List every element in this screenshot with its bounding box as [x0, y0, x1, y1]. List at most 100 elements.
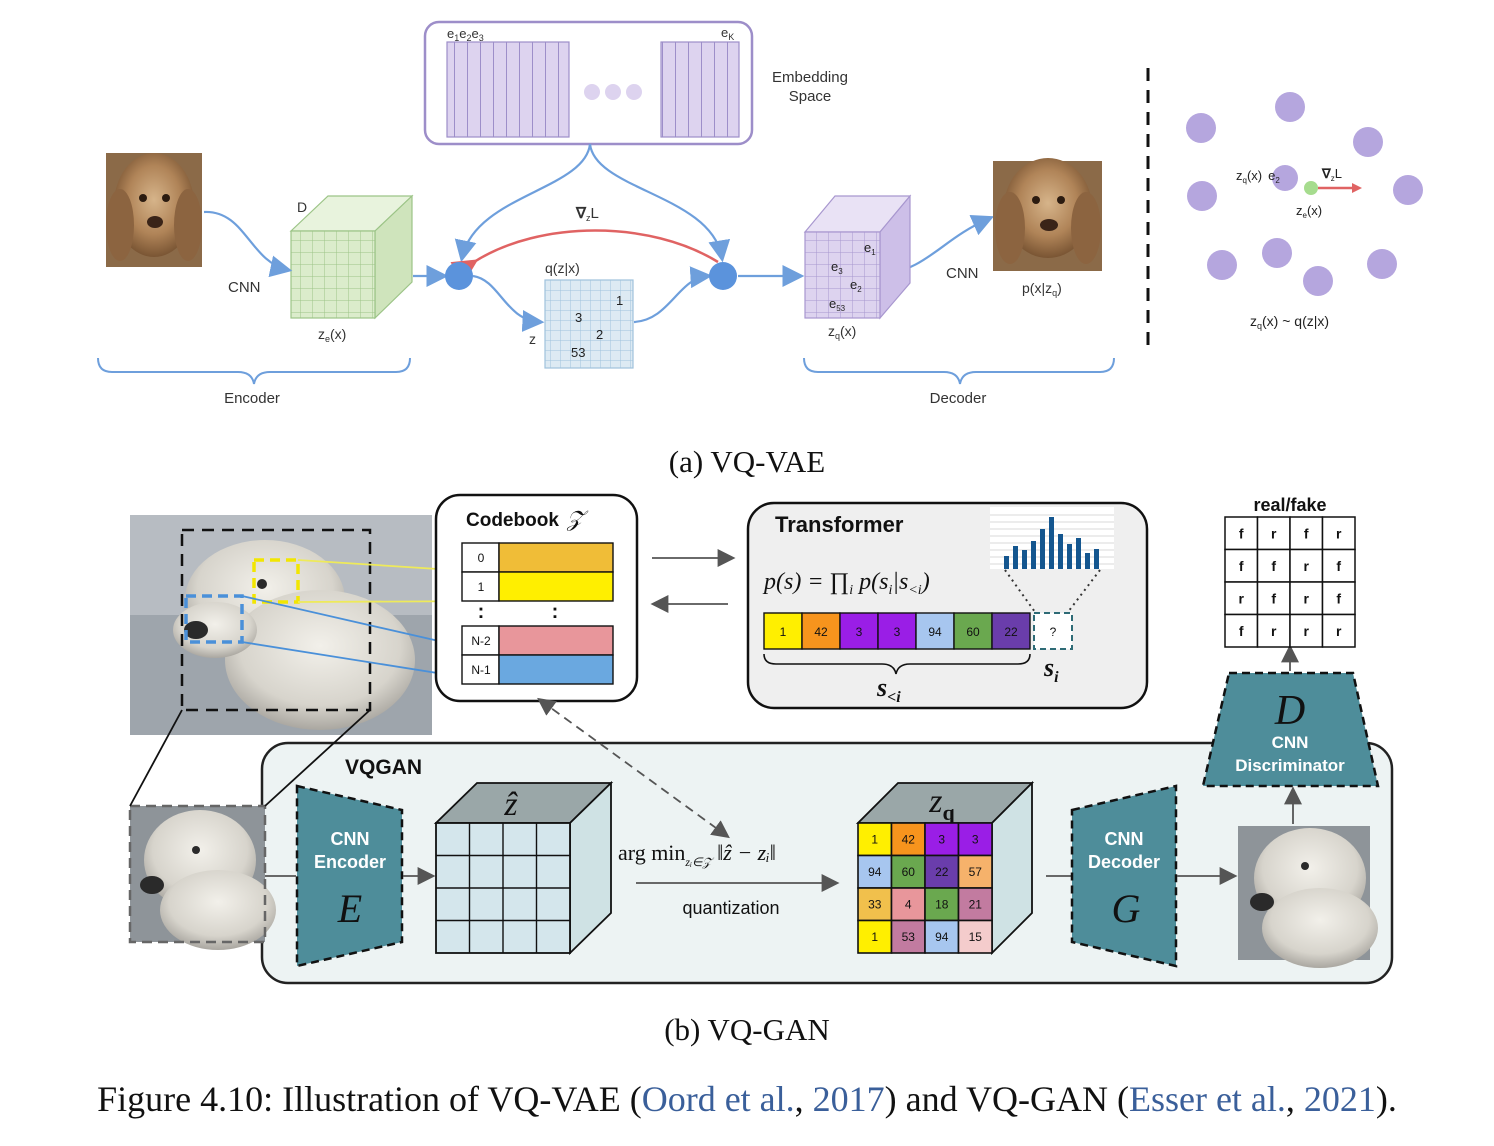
embedding-space-title-1: Embedding [772, 69, 848, 86]
realfake-cell [1224, 548, 1259, 583]
realfake-cell-value: f [1271, 558, 1276, 574]
embedding-ek-label: eK [721, 25, 734, 42]
ze-point [1304, 181, 1318, 195]
embedding-e-labels: e1e2e3 [447, 26, 484, 43]
realfake-cell-value: f [1271, 590, 1276, 606]
realfake-cell-value: f [1336, 558, 1341, 574]
encoder-latent-cube [289, 194, 414, 320]
transformer-title: Transformer [775, 512, 904, 537]
codebook-ellipsis: : [552, 601, 559, 623]
codebook-index: N-1 [471, 663, 491, 677]
cnn-discriminator [1201, 671, 1380, 788]
realfake-cell-value: r [1239, 590, 1245, 606]
token-unknown: ? [1050, 625, 1057, 639]
hist-dots-left [1004, 569, 1036, 613]
zq-label: zq(x) [828, 323, 856, 341]
discriminator-line1: CNN [1272, 733, 1309, 752]
zq-cell-value: 21 [969, 897, 983, 911]
realfake-cell [1321, 581, 1356, 616]
zq-cell-value: 1 [871, 930, 878, 944]
zq-cell-value: 57 [969, 865, 983, 879]
codebook-index: 0 [478, 551, 485, 565]
zq-cell [924, 887, 960, 922]
output-dog-image [993, 158, 1102, 271]
token: 3 [894, 625, 901, 639]
zq-cell-value: 1 [871, 832, 878, 846]
qzx-z-label: z [529, 331, 536, 347]
caption-text: , [794, 1079, 813, 1119]
codebook-table [461, 542, 614, 685]
zq-cell-value: 3 [938, 832, 945, 846]
decoder-brace-label: Decoder [930, 390, 987, 407]
decoder-latent-cube [803, 194, 912, 320]
yellow-patch [252, 558, 300, 604]
zhat-label: ẑ [503, 786, 518, 823]
encoder-symbol: E [337, 886, 362, 931]
zq-cell [957, 854, 993, 889]
citation-year-link[interactable]: 2017 [812, 1079, 885, 1119]
encoder-brace [97, 357, 411, 385]
decoder-symbol: G [1112, 886, 1141, 931]
zq-cell [857, 822, 893, 857]
citation-year-link[interactable]: 2021 [1303, 1079, 1376, 1119]
realfake-cell-value: r [1304, 558, 1310, 574]
zq-cell-value: 4 [905, 897, 912, 911]
codebook-index: N-2 [471, 634, 491, 648]
encoder-brace-label: Encoder [224, 390, 280, 407]
caption-text: ). [1375, 1079, 1397, 1119]
node-left [445, 262, 473, 290]
zq-cell-value: 15 [969, 930, 983, 944]
decoder-line1: CNN [1105, 829, 1144, 849]
ze-label: ze(x) [318, 326, 346, 344]
cnn-encoder [295, 784, 404, 968]
realfake-cell-value: r [1336, 525, 1342, 541]
qzx-value: 1 [616, 293, 623, 308]
vqgan-output-image [1238, 826, 1378, 968]
zq-cell-value: 22 [935, 865, 949, 879]
figure-caption: Figure 4.10: Illustration of VQ-VAE (Oor… [0, 1078, 1494, 1120]
caption-text: ) and VQ-GAN ( [884, 1079, 1129, 1119]
realfake-cell-value: r [1304, 623, 1310, 639]
realfake-cell-value: r [1271, 623, 1277, 639]
realfake-cell-value: r [1336, 623, 1342, 639]
node-right [709, 262, 737, 290]
decoder-entry: e3 [831, 259, 843, 276]
discriminator-line2: Discriminator [1235, 756, 1345, 775]
space-ze-label: ze(x) [1296, 203, 1322, 220]
citation-link[interactable]: Esser et al. [1128, 1079, 1286, 1119]
zq-cell-value: 3 [972, 832, 979, 846]
qzx-value: 2 [596, 327, 603, 342]
token: 1 [780, 625, 787, 639]
latent-dim-label: D [297, 199, 307, 215]
embedding-points [1186, 92, 1423, 296]
realfake-cell [1289, 581, 1324, 616]
realfake-cell-value: r [1271, 525, 1277, 541]
caption-text: , [1285, 1079, 1304, 1119]
zq-cell-value: 60 [902, 865, 916, 879]
caption-a: (a) VQ-VAE [668, 444, 826, 479]
embedding-space-title-2: Space [789, 88, 832, 105]
decoder-entry: e53 [829, 296, 846, 313]
decoder-line2: Decoder [1088, 852, 1160, 872]
encoder-line1: CNN [331, 829, 370, 849]
encoder-line2: Encoder [314, 852, 386, 872]
vqgan-label: VQGAN [345, 756, 422, 779]
zq-cell [890, 854, 926, 889]
codebook-lookup-arrow [537, 697, 730, 839]
vqgan-input-image [130, 806, 276, 950]
zq-cell-value: 53 [902, 930, 916, 944]
citation-link[interactable]: Oord et al. [641, 1079, 795, 1119]
token: 60 [966, 625, 980, 639]
decoder-cnn-label: CNN [946, 265, 979, 282]
decoder-entry: e2 [850, 277, 862, 294]
transformer-formula: p(s) = ∏i p(si|s<i) [762, 569, 930, 598]
gradient-arrow [450, 229, 719, 284]
zq-cell [957, 919, 993, 954]
zq-cell [857, 854, 893, 889]
blue-patch [184, 594, 244, 644]
realfake-cell [1321, 613, 1356, 648]
codebook-ellipsis: : [478, 601, 485, 623]
